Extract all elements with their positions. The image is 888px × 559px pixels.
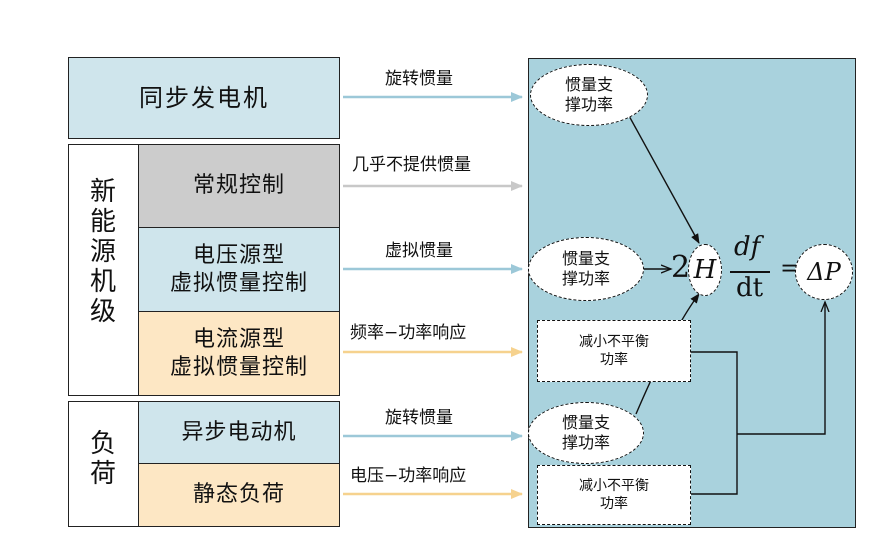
renewable-group [68,144,340,396]
reduce-unbalance-power-1: 减小不平衡 功率 [537,320,691,382]
static-load-box: 静态负荷 [138,464,339,526]
label-frequency-power-response: 频率−功率响应 [350,323,467,343]
fraction-bar [730,271,770,273]
derivative-denominator: dt [736,273,764,303]
inertia-support-power-1: 惯量支 撑功率 [530,64,648,126]
reduce-unbalance-power-2: 减小不平衡 功率 [537,465,691,525]
async-motor-label: 异步电动机 [181,419,297,445]
current-source-box: 电流源型 虚拟惯量控制 [138,312,339,395]
derivative-numerator: df [734,232,761,262]
voltage-source-label-1: 电压源型 [192,243,285,268]
current-source-label-2: 虚拟惯量控制 [169,354,308,380]
load-group [68,401,340,527]
load-group-label: 负 荷 [89,429,116,489]
line-unbal1 [691,351,738,434]
voltage-source-box: 电压源型 虚拟惯量控制 [138,228,339,312]
label-rotational-inertia-2: 旋转惯量 [385,408,453,428]
delta-power: ΔP [795,244,853,300]
current-source-label-1: 电流源型 [192,327,285,352]
sync-generator-box: 同步发电机 [68,57,340,139]
equation-coefficient: 2 [671,250,691,285]
label-almost-no-inertia: 几乎不提供惯量 [352,155,471,175]
line-unbal2 [691,434,738,495]
conventional-control-box: 常规控制 [138,145,339,228]
line-inertia1-to-H [627,113,700,244]
async-motor-box: 异步电动机 [138,402,339,464]
line-unbal-to-deltaP [737,302,825,435]
conventional-control-label: 常规控制 [192,173,285,199]
inertia-support-power-2: 惯量支 撑功率 [528,237,644,301]
label-voltage-power-response: 电压−功率响应 [350,466,467,486]
inertia-constant-H: H [688,244,722,296]
renewable-group-label: 新 能 源 机 级 [89,177,116,327]
sync-generator-label: 同步发电机 [139,84,269,112]
label-rotational-inertia-1: 旋转惯量 [385,69,453,89]
voltage-source-label-2: 虚拟惯量控制 [169,270,308,296]
inertia-support-power-3: 惯量支 撑功率 [528,402,644,464]
static-load-label: 静态负荷 [192,482,285,508]
label-virtual-inertia: 虚拟惯量 [385,241,453,261]
